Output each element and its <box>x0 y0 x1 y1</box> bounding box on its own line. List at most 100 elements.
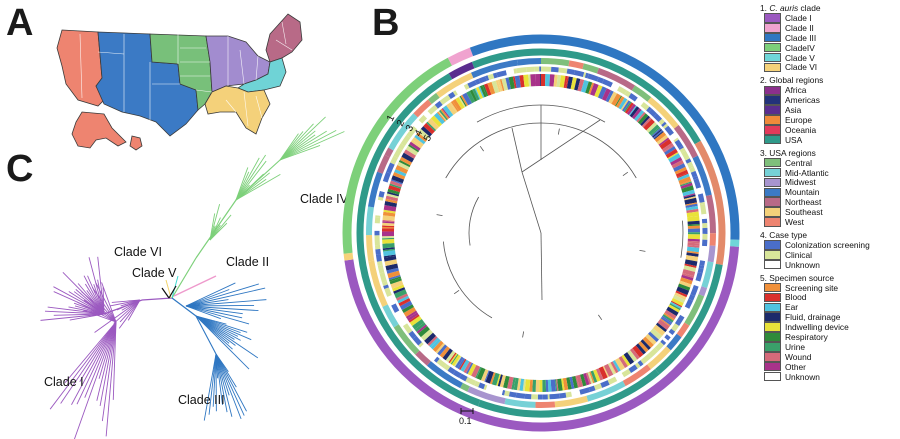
legend-item: Oceania <box>760 125 900 135</box>
ring-case-segment <box>558 67 568 74</box>
legend-swatch <box>764 292 781 303</box>
tree-branch <box>557 128 560 135</box>
legend-swatch <box>764 125 781 135</box>
ring-clade-segment <box>540 34 740 240</box>
clade-i-leaf <box>49 321 117 410</box>
legend-swatch <box>764 32 781 43</box>
tree-branch <box>680 220 684 258</box>
ring-case-segment <box>418 342 424 348</box>
ring-case-segment <box>516 67 527 74</box>
ring-case-segment <box>565 391 572 398</box>
ring-specimen-segment <box>449 353 458 364</box>
legend-label: Asia <box>785 105 802 116</box>
ring-case-segment <box>496 70 507 78</box>
ring-specimen-segment <box>605 90 614 103</box>
ring-specimen-segment <box>681 185 694 193</box>
ring-case-segment <box>669 132 678 141</box>
ring-case-segment <box>452 370 462 379</box>
ring-usa-segment <box>366 206 374 236</box>
legend-item: Mid-Atlantic <box>760 168 900 178</box>
legend-label: Mid-Atlantic <box>785 167 829 178</box>
clade-ii-branch <box>173 275 217 297</box>
ring-specimen-segment <box>664 309 677 320</box>
tree-branch <box>442 241 493 319</box>
ring-specimen-segment <box>398 159 411 168</box>
ring-specimen-segment <box>622 100 631 112</box>
ring-case-segment <box>690 170 698 178</box>
ring-specimen-segment <box>405 145 419 156</box>
ring-case-segment <box>600 380 610 388</box>
ring-specimen-segment <box>439 346 450 358</box>
ring-specimen-segment <box>455 356 464 369</box>
ring-specimen-segment <box>487 81 496 95</box>
ring-specimen-segment <box>408 144 420 153</box>
ring-specimen-segment <box>663 145 675 153</box>
ring-specimen-segment <box>645 333 657 346</box>
ring-case-segment <box>647 347 659 358</box>
ring-specimen-segment <box>437 111 446 122</box>
legend-item: Wound <box>760 352 900 362</box>
ring-specimen-segment <box>686 211 700 218</box>
ring-usa-segment <box>368 260 388 307</box>
clade-i-leaf <box>88 257 105 315</box>
ring-case-segment <box>614 372 625 382</box>
clade-i-leaf <box>60 321 117 404</box>
ring-specimen-segment <box>608 91 618 104</box>
ring-specimen-segment <box>598 366 608 380</box>
ring-usa-segment <box>535 401 556 408</box>
legend-label: Blood <box>785 292 807 303</box>
ring-specimen-segment <box>482 84 489 97</box>
ring-specimen-segment <box>579 373 587 387</box>
ring-specimen-segment <box>623 101 632 113</box>
ring-specimen-segment <box>668 304 680 313</box>
ring-specimen-segment <box>410 139 422 149</box>
ring-case-segment <box>666 332 673 338</box>
clade-iv-stem <box>171 257 197 299</box>
clade-iii-leaf <box>185 299 229 307</box>
ring-case-segment <box>679 147 686 153</box>
ring-specimen-segment <box>669 303 681 311</box>
clade-i-leaf <box>77 283 105 315</box>
ring-specimen-segment <box>674 166 687 175</box>
legend-swatch <box>764 167 781 178</box>
clade-i-leaf <box>119 299 141 323</box>
clade-i-leaf <box>112 321 117 400</box>
ring-case-segment <box>433 356 440 363</box>
ring-case-segment <box>634 362 641 369</box>
tree-branch <box>521 119 601 173</box>
ring-specimen-segment <box>652 324 666 336</box>
root-branch <box>161 287 170 299</box>
clade-i-leaf <box>81 291 117 323</box>
legend-swatch <box>764 361 781 372</box>
clade-i-leaf <box>98 321 117 379</box>
ring-usa-segment <box>540 58 570 67</box>
ring-specimen-segment <box>434 112 445 125</box>
clade-label-iii: Clade III <box>178 393 225 407</box>
ring-specimen-segment <box>513 377 519 391</box>
ring-specimen-segment <box>397 161 410 171</box>
ring-specimen-segment <box>440 108 450 120</box>
clade-i-leaf <box>95 282 117 323</box>
clade-i-leaf <box>96 321 117 401</box>
ring-specimen-segment <box>629 348 640 360</box>
clade-iii-leaf <box>185 299 267 307</box>
ring-specimen-segment <box>652 128 663 138</box>
ring-specimen-segment <box>476 367 486 381</box>
ring-usa-segment <box>415 350 431 366</box>
legend-section-title: 2. Global regions <box>760 75 824 86</box>
ring-specimen-segment <box>399 300 413 311</box>
map-region-southeast <box>204 85 271 135</box>
ring-case-segment <box>698 264 705 269</box>
ring-case-segment <box>689 166 696 173</box>
ring-specimen-segment <box>503 375 510 389</box>
legend-section-title: 5. Specimen source <box>760 272 835 283</box>
ring-specimen-segment <box>395 164 409 174</box>
ring-specimen-segment <box>384 259 398 267</box>
ring-clade-segment <box>469 34 542 57</box>
clade-i-leaf <box>97 256 105 315</box>
ring-specimen-segment <box>571 375 579 389</box>
ring-case-segment <box>427 104 438 115</box>
clade-i-leaf <box>98 302 117 323</box>
clade-i-leaf <box>53 286 105 315</box>
ring-number-labels: 1 2 3 4 5 <box>385 113 435 143</box>
